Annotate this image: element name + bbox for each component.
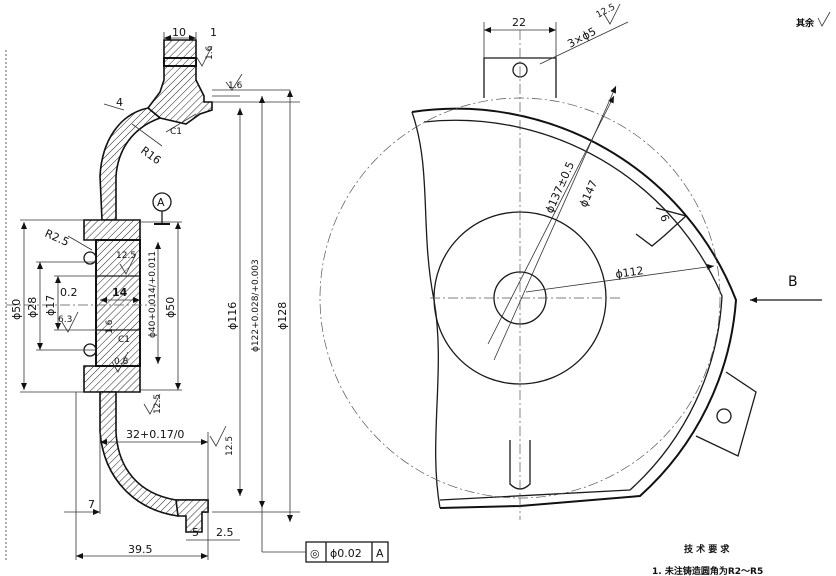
dim-line-147 [493, 85, 617, 361]
top-flange-section [146, 39, 213, 125]
rest-roughness-note: 其余 [796, 17, 815, 29]
holes-spec: 3×ϕ5 [565, 25, 598, 51]
bore-outline [95, 239, 141, 367]
dim-dia-40-tol: ϕ40+0.014/+0.011 [148, 251, 158, 338]
tolerance-frame: ◎ ϕ0.02 A [305, 541, 389, 563]
dim-dia-28: ϕ28 [26, 297, 39, 318]
rest-roughness-symbol [817, 11, 831, 27]
inner-flange-arc [423, 119, 723, 501]
dim-dia-116: ϕ116 [226, 302, 239, 330]
dim-r16: R16 [138, 144, 163, 167]
roughness-symbols [61, 45, 243, 447]
dim-line-112 [525, 263, 715, 293]
dim-1: 1 [210, 26, 217, 39]
dim-14: 14 [112, 286, 128, 299]
roughness-12-5-low: 12.5 [225, 436, 235, 456]
notes: 其余 技 术 要 求 1. 未注铸造圆角为R2～R5 [652, 11, 831, 576]
break-line [411, 111, 441, 509]
dim-dia-122-tol: ϕ122+0.028/+0.003 [251, 259, 261, 352]
tech-req-line-1: 1. 未注铸造圆角为R2～R5 [652, 565, 763, 576]
flange-slot [163, 57, 197, 67]
dim-dia-112: ϕ112 [615, 264, 645, 281]
front-view [319, 3, 822, 520]
dim-0-2: 0.2 [60, 286, 78, 299]
front-view-labels: 22 3×ϕ5 12.5 ϕ137±0.5 ϕ147 6 ϕ112 B [512, 2, 798, 290]
dim-chamfer-4: 4 [116, 96, 123, 109]
top-lug-hole [512, 62, 528, 78]
radial-slot [635, 207, 688, 247]
section-view-labels: 10 1 1.6 1.6 4 R16 C1 A R2.5 12.5 ϕ50 ϕ2… [10, 26, 289, 556]
holes-leader [539, 21, 629, 65]
dim-32-tol: 32+0.17/0 [126, 428, 184, 441]
view-b-label: B [788, 274, 798, 290]
upper-wall-section [99, 107, 162, 221]
dim-dia-137: ϕ137±0.5 [543, 160, 577, 216]
dim-22: 22 [512, 16, 526, 29]
dim-dia-17: ϕ17 [44, 295, 57, 316]
tech-req-title: 技 术 要 求 [684, 543, 730, 555]
datum-a-label: A [157, 196, 165, 209]
relief-groove [83, 251, 97, 265]
roughness-1-6-flange: 1.6 [228, 81, 243, 91]
tolerance-value: ϕ0.02 [330, 547, 362, 560]
dim-r2-5: R2.5 [43, 227, 71, 249]
roughness-1-6-bore: 1.6 [105, 319, 115, 334]
outer-flange-arc [411, 107, 738, 509]
roughness-0-8: 0.8 [114, 357, 129, 367]
dim-10: 10 [172, 26, 186, 39]
side-lug-hole [716, 408, 732, 424]
dim-dia-128: ϕ128 [276, 302, 289, 330]
dim-39-5: 39.5 [128, 543, 153, 556]
chamfer-c1-bore: C1 [118, 335, 130, 345]
roughness-1-6-top: 1.6 [205, 45, 215, 60]
roughness-12-5-side: 12.5 [153, 394, 163, 414]
dim-dia-50-outer: ϕ50 [10, 299, 23, 320]
dim-7: 7 [88, 498, 95, 511]
tolerance-datum: A [376, 547, 384, 560]
dim-2-5: 2.5 [216, 526, 234, 539]
chamfer-c1-top: C1 [170, 127, 182, 137]
tolerance-symbol: ◎ [310, 547, 320, 560]
roughness-symbol-holes [603, 3, 621, 25]
dim-dia-147: ϕ147 [577, 178, 600, 209]
dim-slot-6: 6 [657, 213, 672, 224]
dim-5: 5 [192, 526, 199, 539]
section-view [5, 32, 306, 560]
side-lug [695, 371, 757, 457]
dim-dia-50-inner: ϕ50 [164, 297, 177, 318]
roughness-12-5-hub: 12.5 [116, 251, 136, 261]
roughness-6-3: 6.3 [58, 315, 72, 325]
